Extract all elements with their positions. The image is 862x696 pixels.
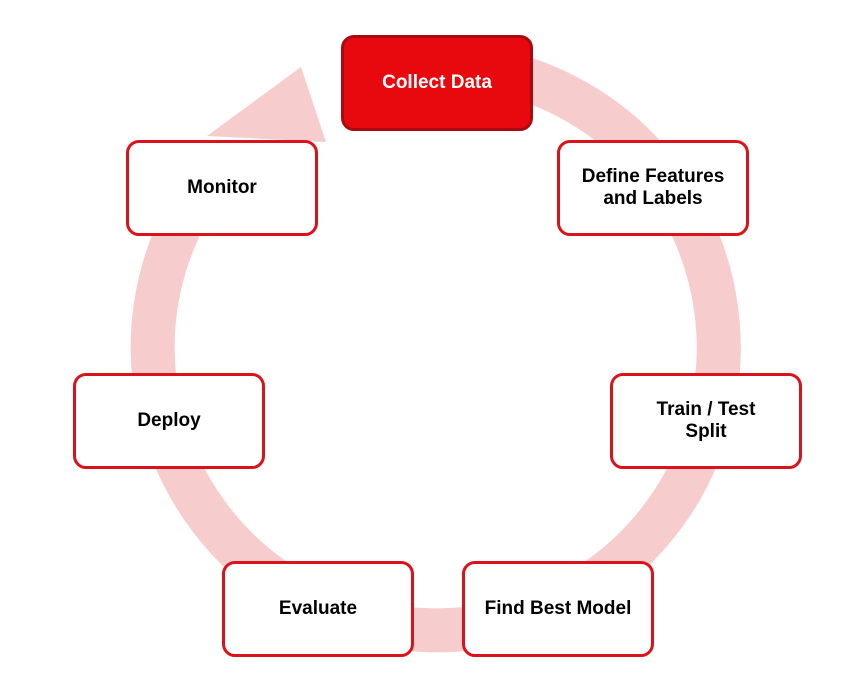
step-label: Collect Data bbox=[382, 72, 492, 93]
step-monitor: Monitor bbox=[126, 140, 318, 236]
step-label: Define Features and Labels bbox=[581, 166, 725, 209]
step-define-features-and-labels: Define Features and Labels bbox=[557, 140, 749, 236]
step-label: Monitor bbox=[187, 177, 257, 198]
step-label: Evaluate bbox=[278, 598, 358, 619]
step-evaluate: Evaluate bbox=[222, 561, 414, 657]
step-collect-data: Collect Data bbox=[341, 35, 533, 131]
step-deploy: Deploy bbox=[73, 373, 265, 469]
step-label: Find Best Model bbox=[484, 598, 632, 619]
step-train-test-split: Train / Test Split bbox=[610, 373, 802, 469]
ring-arrowhead bbox=[207, 67, 326, 142]
step-find-best-model: Find Best Model bbox=[462, 561, 654, 657]
step-label: Train / Test Split bbox=[656, 399, 756, 442]
step-label: Deploy bbox=[137, 410, 201, 431]
